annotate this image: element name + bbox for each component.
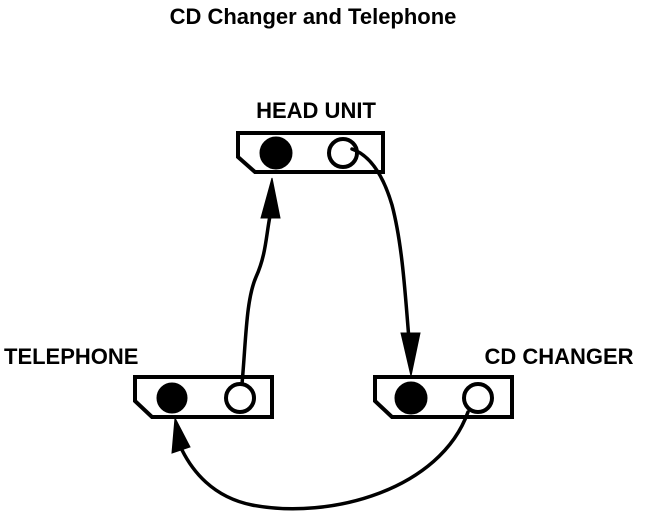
wire-telephone-to-head-unit (240, 177, 281, 386)
telephone-label: TELEPHONE (4, 344, 138, 369)
telephone: TELEPHONE (4, 344, 274, 419)
arrow-into-cd-changer-icon (400, 332, 421, 377)
cd-changer: CD CHANGER (373, 344, 634, 419)
cd-changer-output-jack (462, 382, 494, 414)
wire-head-unit-to-cd-changer (350, 147, 421, 377)
head-unit-label: HEAD UNIT (256, 98, 376, 123)
wire-cd-changer-to-telephone (171, 410, 470, 511)
wire-phone-to-head-line (240, 214, 272, 386)
diagram-title: CD Changer and Telephone (170, 4, 457, 29)
wire-head-to-cd-line (350, 147, 411, 342)
cd-changer-label: CD CHANGER (484, 344, 633, 369)
head-unit: HEAD UNIT (236, 98, 385, 174)
telephone-output-jack (224, 382, 256, 414)
telephone-input-jack (156, 382, 188, 414)
cd-changer-input-jack (394, 381, 428, 415)
arrow-into-telephone-icon (171, 416, 191, 454)
head-unit-input-jack (259, 136, 293, 170)
arrow-into-head-unit-icon (260, 177, 281, 219)
wire-cd-to-phone-line (180, 410, 470, 511)
head-unit-output-jack (327, 137, 359, 169)
